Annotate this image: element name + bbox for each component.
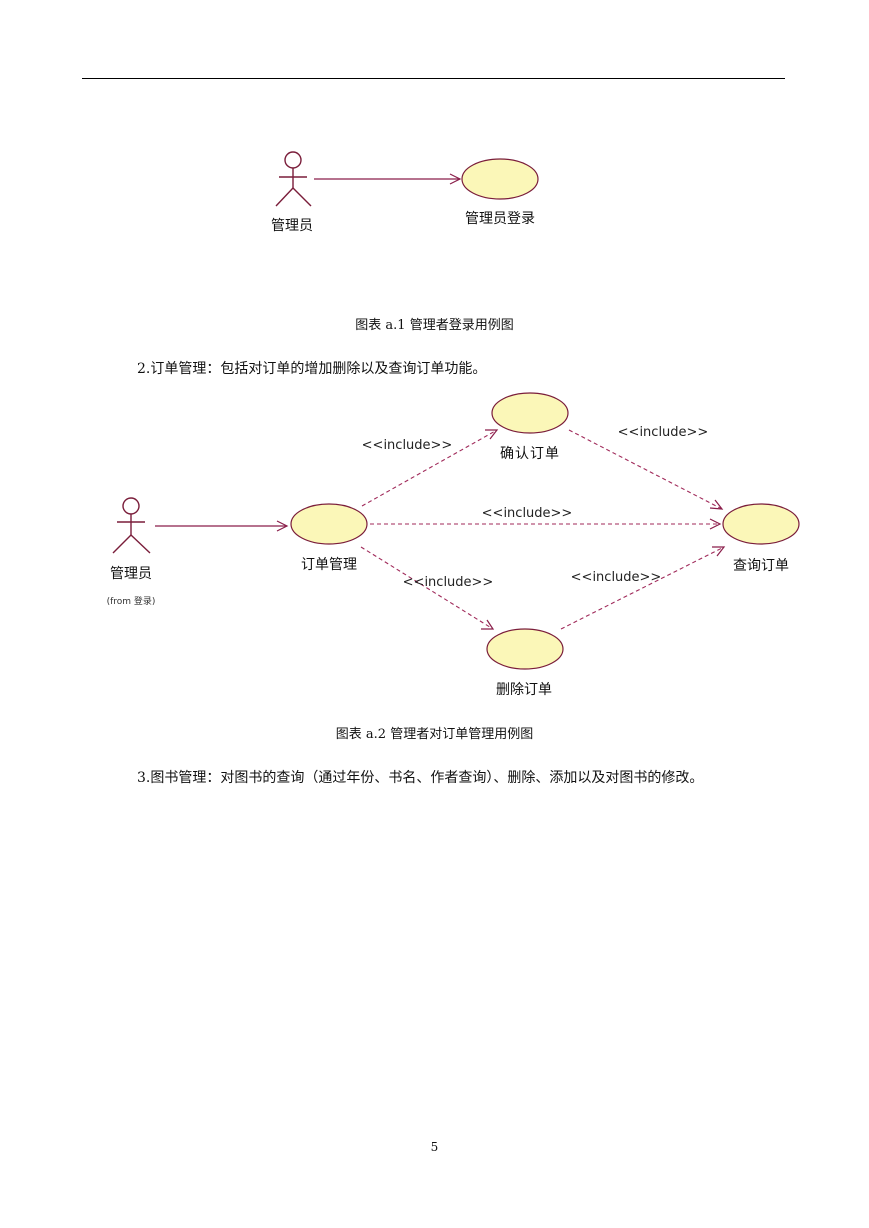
usecase-query-order-label: 查询订单 [733, 558, 789, 574]
admin-actor-note: (from 登录) [107, 596, 156, 607]
usecase-delete-order [486, 628, 564, 670]
figure-caption-a1: 图表 a.1 管理者登录用例图 [355, 318, 514, 333]
figure-caption-a2: 图表 a.2 管理者对订单管理用例图 [335, 727, 534, 742]
include-confirm-query-arrowhead [709, 499, 724, 510]
association-arrowhead [276, 520, 289, 532]
association-arrowhead [449, 173, 462, 185]
paragraph-order-management: 2.订单管理：包括对订单的增加删除以及查询订单功能。 [137, 361, 487, 377]
header-rule [82, 78, 785, 79]
admin-actor-label: 管理员 [271, 218, 313, 234]
admin-actor [112, 497, 151, 554]
usecase-order-management-label: 订单管理 [301, 557, 357, 573]
include-manage-confirm [361, 429, 498, 507]
usecase-confirm-order [491, 392, 569, 434]
admin-actor-label: 管理员 [110, 566, 152, 582]
include-delete-query-arrowhead [712, 546, 726, 557]
include-delete-query [560, 546, 725, 630]
paragraph-book-management: 3.图书管理：对图书的查询（通过年份、书名、作者查询）、删除、添加以及对图书的修… [137, 770, 704, 786]
usecase-admin-login [461, 158, 539, 200]
login-use-case-diagram: 管理员 管理员登录 [271, 151, 539, 234]
include-manage-delete [360, 546, 494, 630]
usecase-order-management [290, 503, 368, 545]
stereotype-delete-query: <<include>> [571, 570, 662, 585]
include-manage-confirm-arrowhead [485, 429, 499, 440]
usecase-query-order [722, 503, 800, 545]
usecase-confirm-order-label: 确认订单 [500, 446, 560, 462]
admin-actor [275, 151, 312, 207]
stereotype-manage-query: <<include>> [482, 506, 573, 521]
page-number: 5 [430, 1140, 439, 1154]
usecase-delete-order-label: 删除订单 [496, 682, 552, 698]
usecase-admin-login-label: 管理员登录 [465, 211, 535, 227]
include-manage-delete-arrowhead [481, 619, 495, 630]
order-management-use-case-diagram: 管理员 (from 登录) 订单管理 确认订单 查询订单 删除订单 <<incl… [107, 392, 800, 698]
stereotype-confirm-query: <<include>> [618, 425, 709, 440]
include-manage-query-arrowhead [709, 518, 722, 530]
stereotype-manage-confirm: <<include>> [362, 438, 453, 453]
stereotype-manage-delete: <<include>> [403, 575, 494, 590]
include-confirm-query [568, 429, 723, 510]
